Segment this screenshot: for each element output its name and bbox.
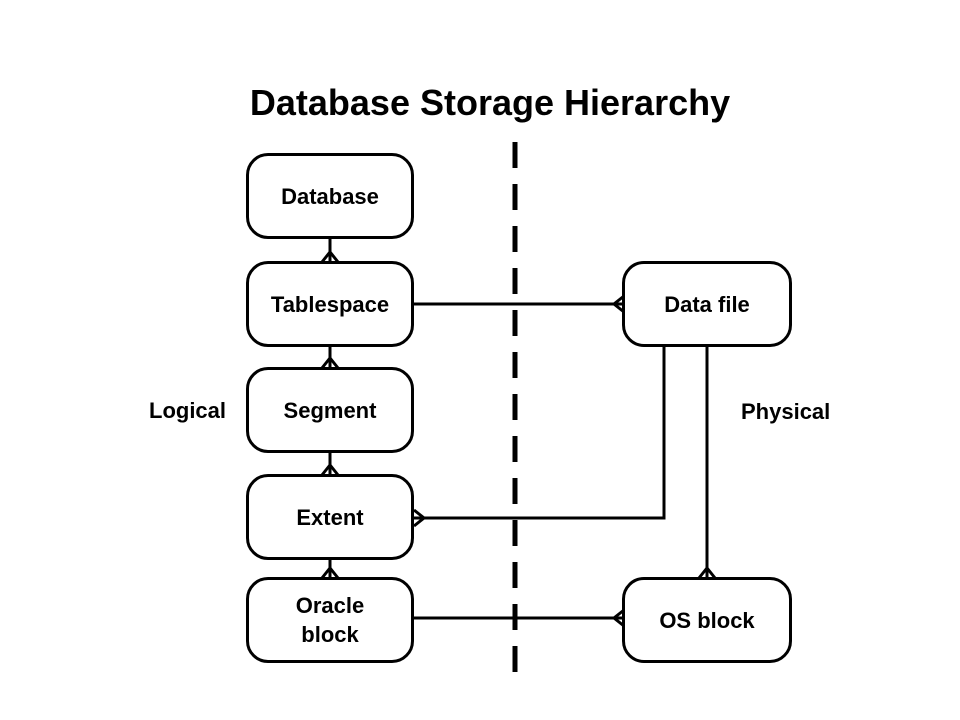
logical-label: Logical	[149, 398, 227, 423]
entity-data-file-label: Data file	[664, 291, 750, 317]
entity-tablespace-label: Tablespace	[270, 291, 390, 317]
crowfoot-datafile	[611, 294, 625, 314]
entity-oracle-block-label-line2: block	[301, 622, 359, 647]
crowfoot-osblock-left	[611, 608, 625, 628]
crowfoot-segment	[320, 355, 340, 369]
entity-segment: Segment	[246, 367, 414, 453]
crowfoot-extent	[320, 462, 340, 476]
crowfoot-tablespace	[320, 249, 340, 263]
entity-extent-label: Extent	[296, 504, 364, 530]
physical-label: Physical	[741, 399, 831, 424]
entity-tablespace: Tablespace	[246, 261, 414, 347]
crowfoot-oracle-block	[320, 565, 340, 579]
entity-oracle-block-label-line1: Oracle	[295, 593, 365, 618]
entity-os-block-label: OS block	[659, 607, 755, 633]
entity-data-file: Data file	[622, 261, 792, 347]
diagram-title: Database Storage Hierarchy	[249, 82, 731, 123]
datafile-extent-link	[414, 346, 666, 520]
entity-os-block: OS block	[622, 577, 792, 663]
crowfoot-extent-right	[413, 508, 427, 528]
crowfoot-osblock-top	[697, 565, 717, 579]
entity-extent: Extent	[246, 474, 414, 560]
entity-database: Database	[246, 153, 414, 239]
entity-oracle-block: Oracle block	[246, 577, 414, 663]
entity-database-label: Database	[281, 183, 379, 209]
entity-segment-label: Segment	[283, 397, 377, 423]
